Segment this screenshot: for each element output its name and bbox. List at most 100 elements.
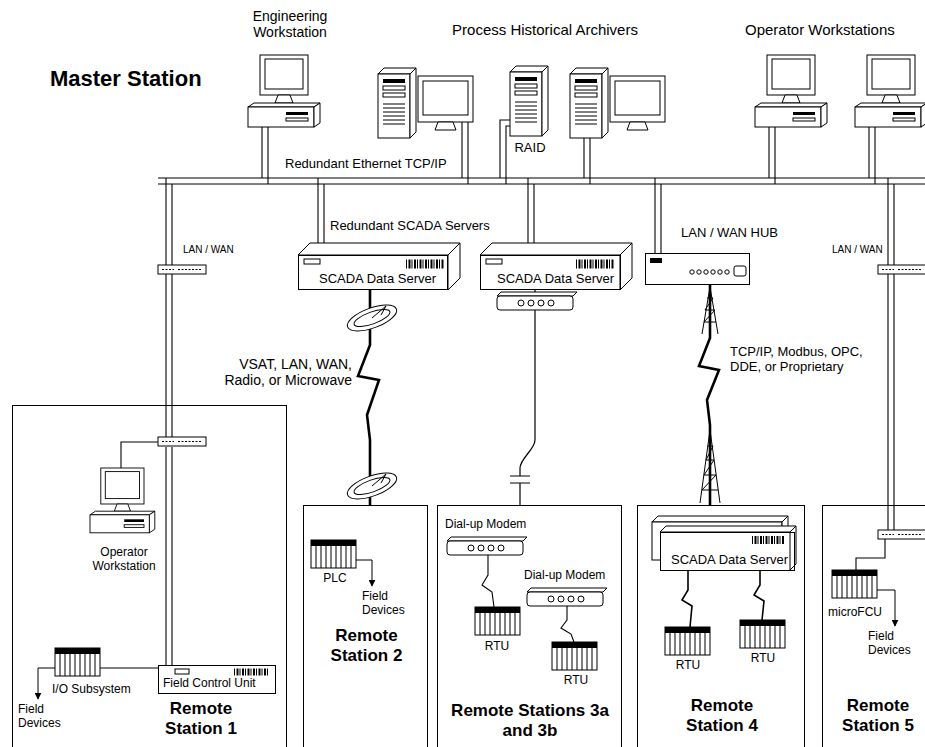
barcode [576,260,614,269]
lan-line [121,442,160,468]
station-box: Remote Stations 3a and 3b [437,505,622,747]
antenna-tower [700,287,720,503]
node-label: Remote Station 5 [833,696,923,735]
hub-led [650,258,662,263]
hub-box: LAN / WAN HUB [645,253,750,285]
workstation-label: Engineering Workstation [240,8,340,40]
antenna-mast [700,430,720,503]
server-slot [486,259,502,264]
drop-line [462,122,468,184]
server-box: SCADA Data Server [660,532,795,571]
rtu-rack [740,620,785,648]
node-label: LAN / WAN HUB [681,226,778,241]
rtu-label: RTU [477,640,517,654]
io-line [100,667,158,668]
antenna-mast [702,287,718,334]
rtu-label: RTU [665,659,711,673]
network-label: Redundant Ethernet TCP/IP [285,157,447,172]
radio-link [754,570,764,620]
drop-line [655,178,661,253]
node-label: Field Control Unit [163,677,256,691]
drop-line [528,178,534,243]
rtu-rack [665,627,710,655]
serial-line [561,606,574,642]
control-unit-box: Field Control Unit [158,665,276,694]
station-box: Remote Station 5 [822,505,925,747]
modem-label: Dial-up Modem [445,518,526,532]
rtu-rack [552,642,597,670]
station-box: Remote Station 4SCADA Data Server [637,505,805,747]
server-group-label: Redundant SCADA Servers [330,219,490,234]
server-box: SCADA Data Server [298,255,448,290]
raid-tower-icon [510,66,548,136]
radio-link [358,290,379,505]
workstation-icon [755,55,827,127]
drop-line [584,138,590,184]
link-label: VSAT, LAN, WAN, Radio, or Microwave [210,356,352,388]
bus-line [158,178,925,184]
monitor-icon [610,76,665,130]
node-label: SCADA Data Server [497,272,614,287]
workstation-icon [855,55,925,127]
server-casing [652,516,796,570]
server-side [448,243,460,290]
drop-line [869,127,875,184]
node-label: Remote Station 1 [151,699,251,738]
server-top [298,243,460,255]
workstation-label: Operator Workstations [745,21,895,38]
field-devices-label: Field Devices [868,630,920,658]
hub-port [734,266,746,276]
node-label: Remote Station 2 [314,626,419,665]
wan-line [166,178,172,437]
io-rack [55,648,100,676]
drop-line [262,127,268,184]
field-devices-label: Field Devices [362,590,417,618]
plc-label: PLC [315,572,355,586]
plc-rack [311,540,356,568]
modem-label: Dial-up Modem [524,569,605,583]
switch-icon [878,530,925,539]
station-box: Remote Station 2 [303,505,428,747]
modem-icon [447,537,527,555]
station-heading: Master Station [50,66,202,91]
modem-icon [527,588,607,606]
satellite-dish [344,468,400,505]
workstation-label: Operator Workstation [88,546,160,574]
drop-line [769,127,775,184]
switch-icon [158,437,206,446]
monitor-icon [418,76,473,130]
switch-icon [158,265,206,274]
server-slot [304,259,320,264]
server-top [480,243,632,255]
barcode [406,260,444,269]
drop-line [500,120,510,184]
lan-line [166,447,172,665]
control-unit-marks [175,669,268,674]
server-tower-icon [378,68,416,138]
field-devices-label: Field Devices [18,703,68,731]
raid-label: RAID [505,141,555,156]
workstation-icon [90,468,155,533]
io-label: I/O Subsystem [52,683,131,697]
microfcu-rack [832,570,877,598]
rtu-rack [475,607,520,635]
node-label: SCADA Data Server [319,272,436,287]
wan-line [888,178,894,530]
node-label: SCADA Data Server [671,553,788,568]
node-label: Remote Stations 3a and 3b [450,701,610,740]
field-arrow [356,560,372,586]
radio-link [682,570,692,627]
rtu-label: RTU [740,652,786,666]
server-box: SCADA Data Server [480,255,621,290]
link-label: TCP/IP, Modbus, OPC, DDE, or Proprietary [730,345,882,375]
workstation-icon [248,55,320,127]
server-side [620,243,632,290]
radio-link [699,285,719,505]
serial-line [482,555,494,607]
switch-label: LAN / WAN [183,244,234,256]
server-casing [298,243,632,290]
drop-line [318,178,324,243]
server-tower-icon [570,68,608,138]
modem-icon [497,292,577,310]
field-arrows [38,560,895,699]
